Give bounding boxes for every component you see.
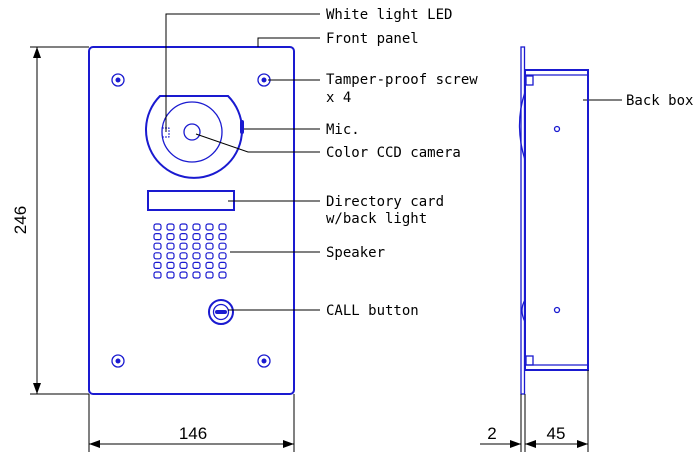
- speaker-hole: [192, 261, 201, 269]
- speaker-hole: [166, 252, 175, 260]
- speaker-hole: [179, 271, 188, 279]
- camera-lens: [183, 123, 201, 141]
- directory-card: [147, 190, 235, 211]
- label-front-panel: Front panel: [326, 31, 419, 47]
- speaker-hole: [166, 242, 175, 250]
- label-directory-card: Directory card: [326, 194, 444, 210]
- speaker-hole: [192, 252, 201, 260]
- speaker-hole: [205, 223, 214, 231]
- speaker-hole: [153, 252, 162, 260]
- screw-bottom-left: [111, 354, 125, 368]
- speaker-hole: [218, 233, 227, 241]
- speaker-hole: [205, 252, 214, 260]
- speaker-hole: [179, 233, 188, 241]
- mic-hole: [240, 120, 244, 134]
- speaker-hole: [153, 233, 162, 241]
- height-dimension: 246: [11, 46, 89, 395]
- side-back-box: [524, 69, 589, 371]
- side-camera-bulge: [518, 91, 526, 161]
- speaker-hole: [205, 261, 214, 269]
- speaker-hole: [192, 242, 201, 250]
- width-dimension: 146: [88, 394, 295, 452]
- side-view: [518, 46, 589, 395]
- speaker-hole: [166, 261, 175, 269]
- speaker-hole: [218, 242, 227, 250]
- speaker-hole: [166, 233, 175, 241]
- width-value: 146: [179, 424, 207, 443]
- label-mic: Mic.: [326, 122, 360, 138]
- side-bracket-top: [525, 75, 534, 86]
- speaker-hole: [179, 261, 188, 269]
- speaker-hole: [153, 261, 162, 269]
- front-panel: [88, 46, 295, 395]
- label-speaker: Speaker: [326, 245, 385, 261]
- box-depth-value: 45: [547, 424, 566, 443]
- side-bracket-bottom: [525, 355, 534, 366]
- speaker-hole: [192, 271, 201, 279]
- camera-housing: [145, 95, 243, 179]
- leader-lines: [165, 13, 622, 311]
- speaker-hole: [153, 242, 162, 250]
- speaker-hole: [218, 252, 227, 260]
- label-white-light-led: White light LED: [326, 7, 452, 23]
- depth-dimensions: 2 45: [480, 370, 589, 452]
- label-tamper-screw-count: x 4: [326, 90, 351, 106]
- label-tamper-screw: Tamper-proof screw: [326, 72, 478, 88]
- speaker-hole: [179, 223, 188, 231]
- panel-depth-value: 2: [487, 424, 496, 443]
- label-back-box: Back box: [626, 93, 693, 109]
- camera-ring: [161, 101, 223, 163]
- speaker-hole: [205, 233, 214, 241]
- speaker-hole: [166, 223, 175, 231]
- screw-bottom-right: [257, 354, 271, 368]
- speaker-hole: [179, 242, 188, 250]
- speaker-hole: [153, 271, 162, 279]
- side-button-bulge: [521, 299, 526, 323]
- screw-top-left: [111, 73, 125, 87]
- speaker-hole: [218, 223, 227, 231]
- label-directory-card-backlight: w/back light: [326, 211, 427, 227]
- front-view: [88, 46, 295, 395]
- speaker-hole: [153, 223, 162, 231]
- speaker-hole: [166, 271, 175, 279]
- speaker-hole: [218, 271, 227, 279]
- label-call-button: CALL button: [326, 303, 419, 319]
- speaker-hole: [192, 233, 201, 241]
- height-value: 246: [11, 206, 30, 234]
- speaker-hole: [179, 252, 188, 260]
- speaker-hole: [205, 271, 214, 279]
- label-color-ccd-camera: Color CCD camera: [326, 145, 461, 161]
- speaker-grille: [153, 223, 227, 279]
- speaker-hole: [218, 261, 227, 269]
- call-button: [208, 299, 234, 325]
- speaker-hole: [205, 242, 214, 250]
- speaker-hole: [192, 223, 201, 231]
